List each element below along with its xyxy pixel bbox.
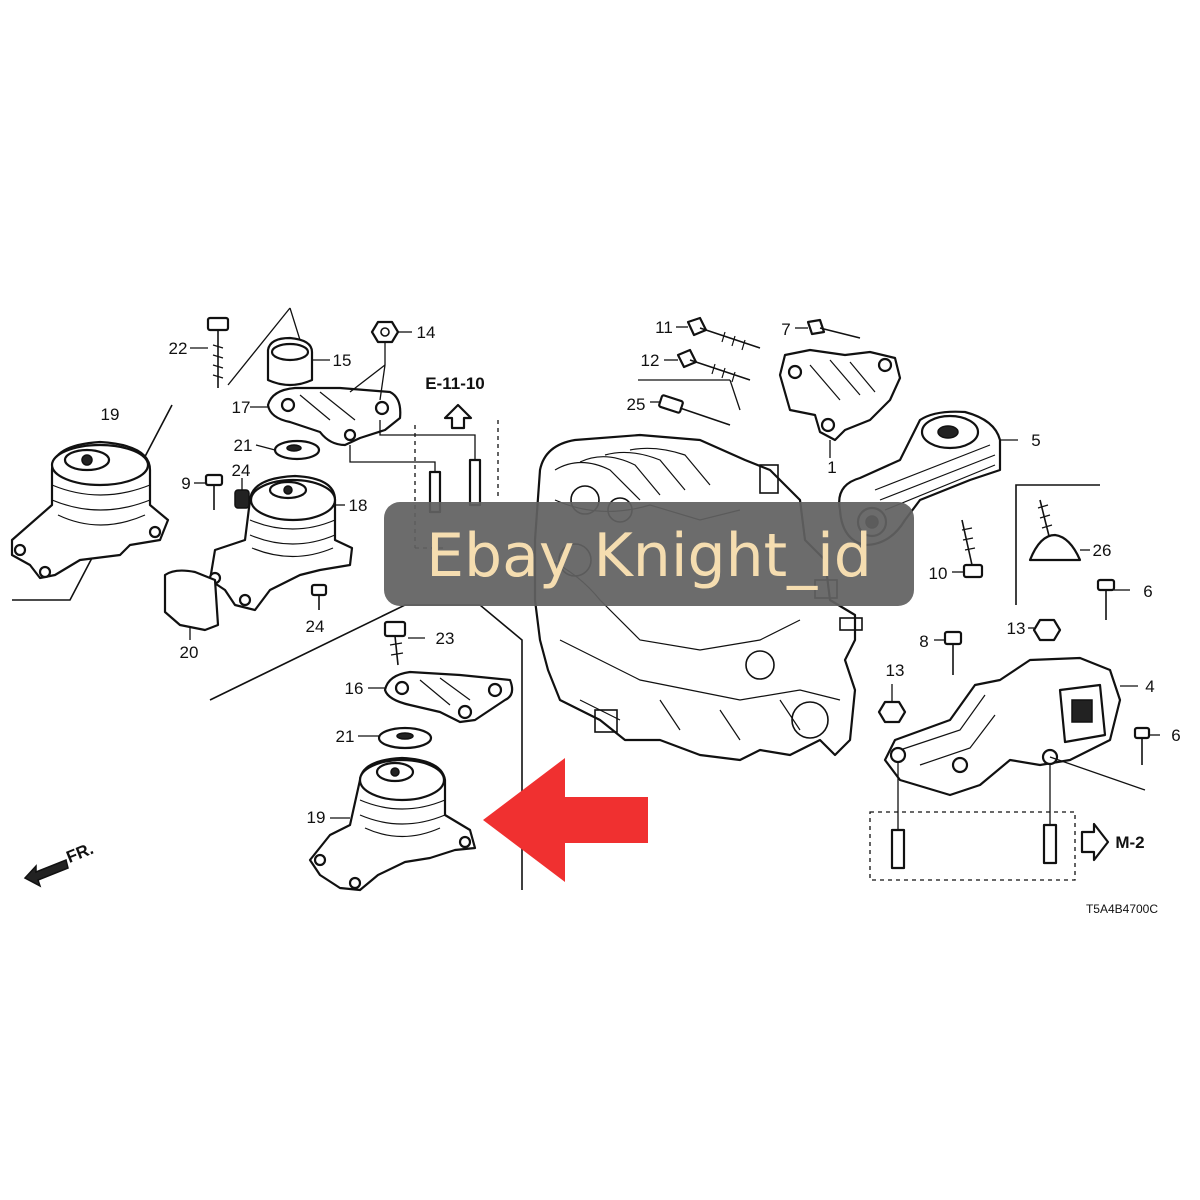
bracket-17 — [250, 386, 402, 447]
stopper-26 — [1028, 499, 1090, 562]
nut-24-upper — [234, 478, 250, 509]
label-12: 12 — [641, 351, 660, 370]
label-25: 25 — [627, 395, 646, 414]
nut-13-left — [877, 684, 907, 724]
label-22: 22 — [169, 339, 188, 358]
watermark-banner: Ebay Knight_id — [384, 502, 914, 606]
label-20: 20 — [180, 643, 199, 662]
up-arrow-icon — [443, 403, 473, 430]
bolt-9 — [194, 473, 224, 510]
label-14: 14 — [417, 323, 436, 342]
label-7: 7 — [781, 320, 790, 339]
label-21-upper: 21 — [234, 436, 253, 455]
reference-e-11-10: E-11-10 — [425, 374, 485, 393]
bolt-8 — [934, 630, 963, 675]
bolt-11 — [676, 316, 761, 351]
label-26: 26 — [1093, 541, 1112, 560]
label-6-upper: 6 — [1143, 582, 1152, 601]
front-label: FR. — [64, 839, 97, 867]
mount-4 — [883, 656, 1146, 797]
nut-13-right — [1028, 618, 1062, 642]
washer-21-upper — [255, 439, 321, 461]
front-direction-arrow — [23, 858, 69, 888]
bolt-6-lower — [1133, 726, 1160, 765]
bushing-15 — [266, 336, 330, 387]
bracket-1 — [778, 348, 902, 458]
label-24-lower: 24 — [306, 617, 325, 636]
part-labels: 22 15 14 17 19 21 24 9 18 24 20 23 16 21… — [101, 318, 1181, 827]
washer-21-lower — [358, 726, 433, 750]
diagram-code: T5A4B4700C — [1086, 902, 1158, 916]
label-4: 4 — [1145, 677, 1154, 696]
label-13-right: 13 — [1007, 619, 1026, 638]
bolt-10 — [952, 519, 984, 579]
bolt-leader-lines — [638, 379, 741, 411]
label-6-lower: 6 — [1171, 726, 1180, 745]
bolt-12 — [664, 348, 751, 383]
label-15: 15 — [333, 351, 352, 370]
mount-19-lower — [308, 756, 477, 892]
bracket-20 — [163, 569, 220, 640]
label-10: 10 — [929, 564, 948, 583]
studs-m-2 — [869, 762, 1110, 881]
watermark-text: Ebay Knight_id — [426, 521, 872, 591]
right-arrow-icon — [1080, 822, 1110, 862]
bolt-24-lower — [310, 583, 328, 610]
reference-m-2: M-2 — [1115, 833, 1144, 852]
nut-14 — [349, 320, 412, 401]
mount-18 — [208, 474, 354, 612]
label-5: 5 — [1031, 431, 1040, 450]
label-13-left: 13 — [886, 661, 905, 680]
label-1: 1 — [827, 458, 836, 477]
label-18: 18 — [349, 496, 368, 515]
bolt-7 — [795, 318, 861, 339]
label-19-lower: 19 — [307, 808, 326, 827]
highlight-arrow — [483, 758, 648, 882]
label-17: 17 — [232, 398, 251, 417]
label-8: 8 — [919, 632, 928, 651]
label-9: 9 — [181, 474, 190, 493]
label-19-upper: 19 — [101, 405, 120, 424]
bolt-6-upper — [1096, 578, 1130, 620]
bolt-22 — [190, 316, 230, 388]
bolt-23 — [383, 620, 425, 666]
label-21-lower: 21 — [336, 727, 355, 746]
mount-19-upper — [10, 440, 170, 580]
label-11: 11 — [655, 318, 673, 337]
bolt-25 — [650, 394, 731, 426]
label-23: 23 — [436, 629, 455, 648]
bracket-16 — [368, 670, 514, 724]
label-24-upper: 24 — [232, 461, 251, 480]
label-16: 16 — [345, 679, 364, 698]
